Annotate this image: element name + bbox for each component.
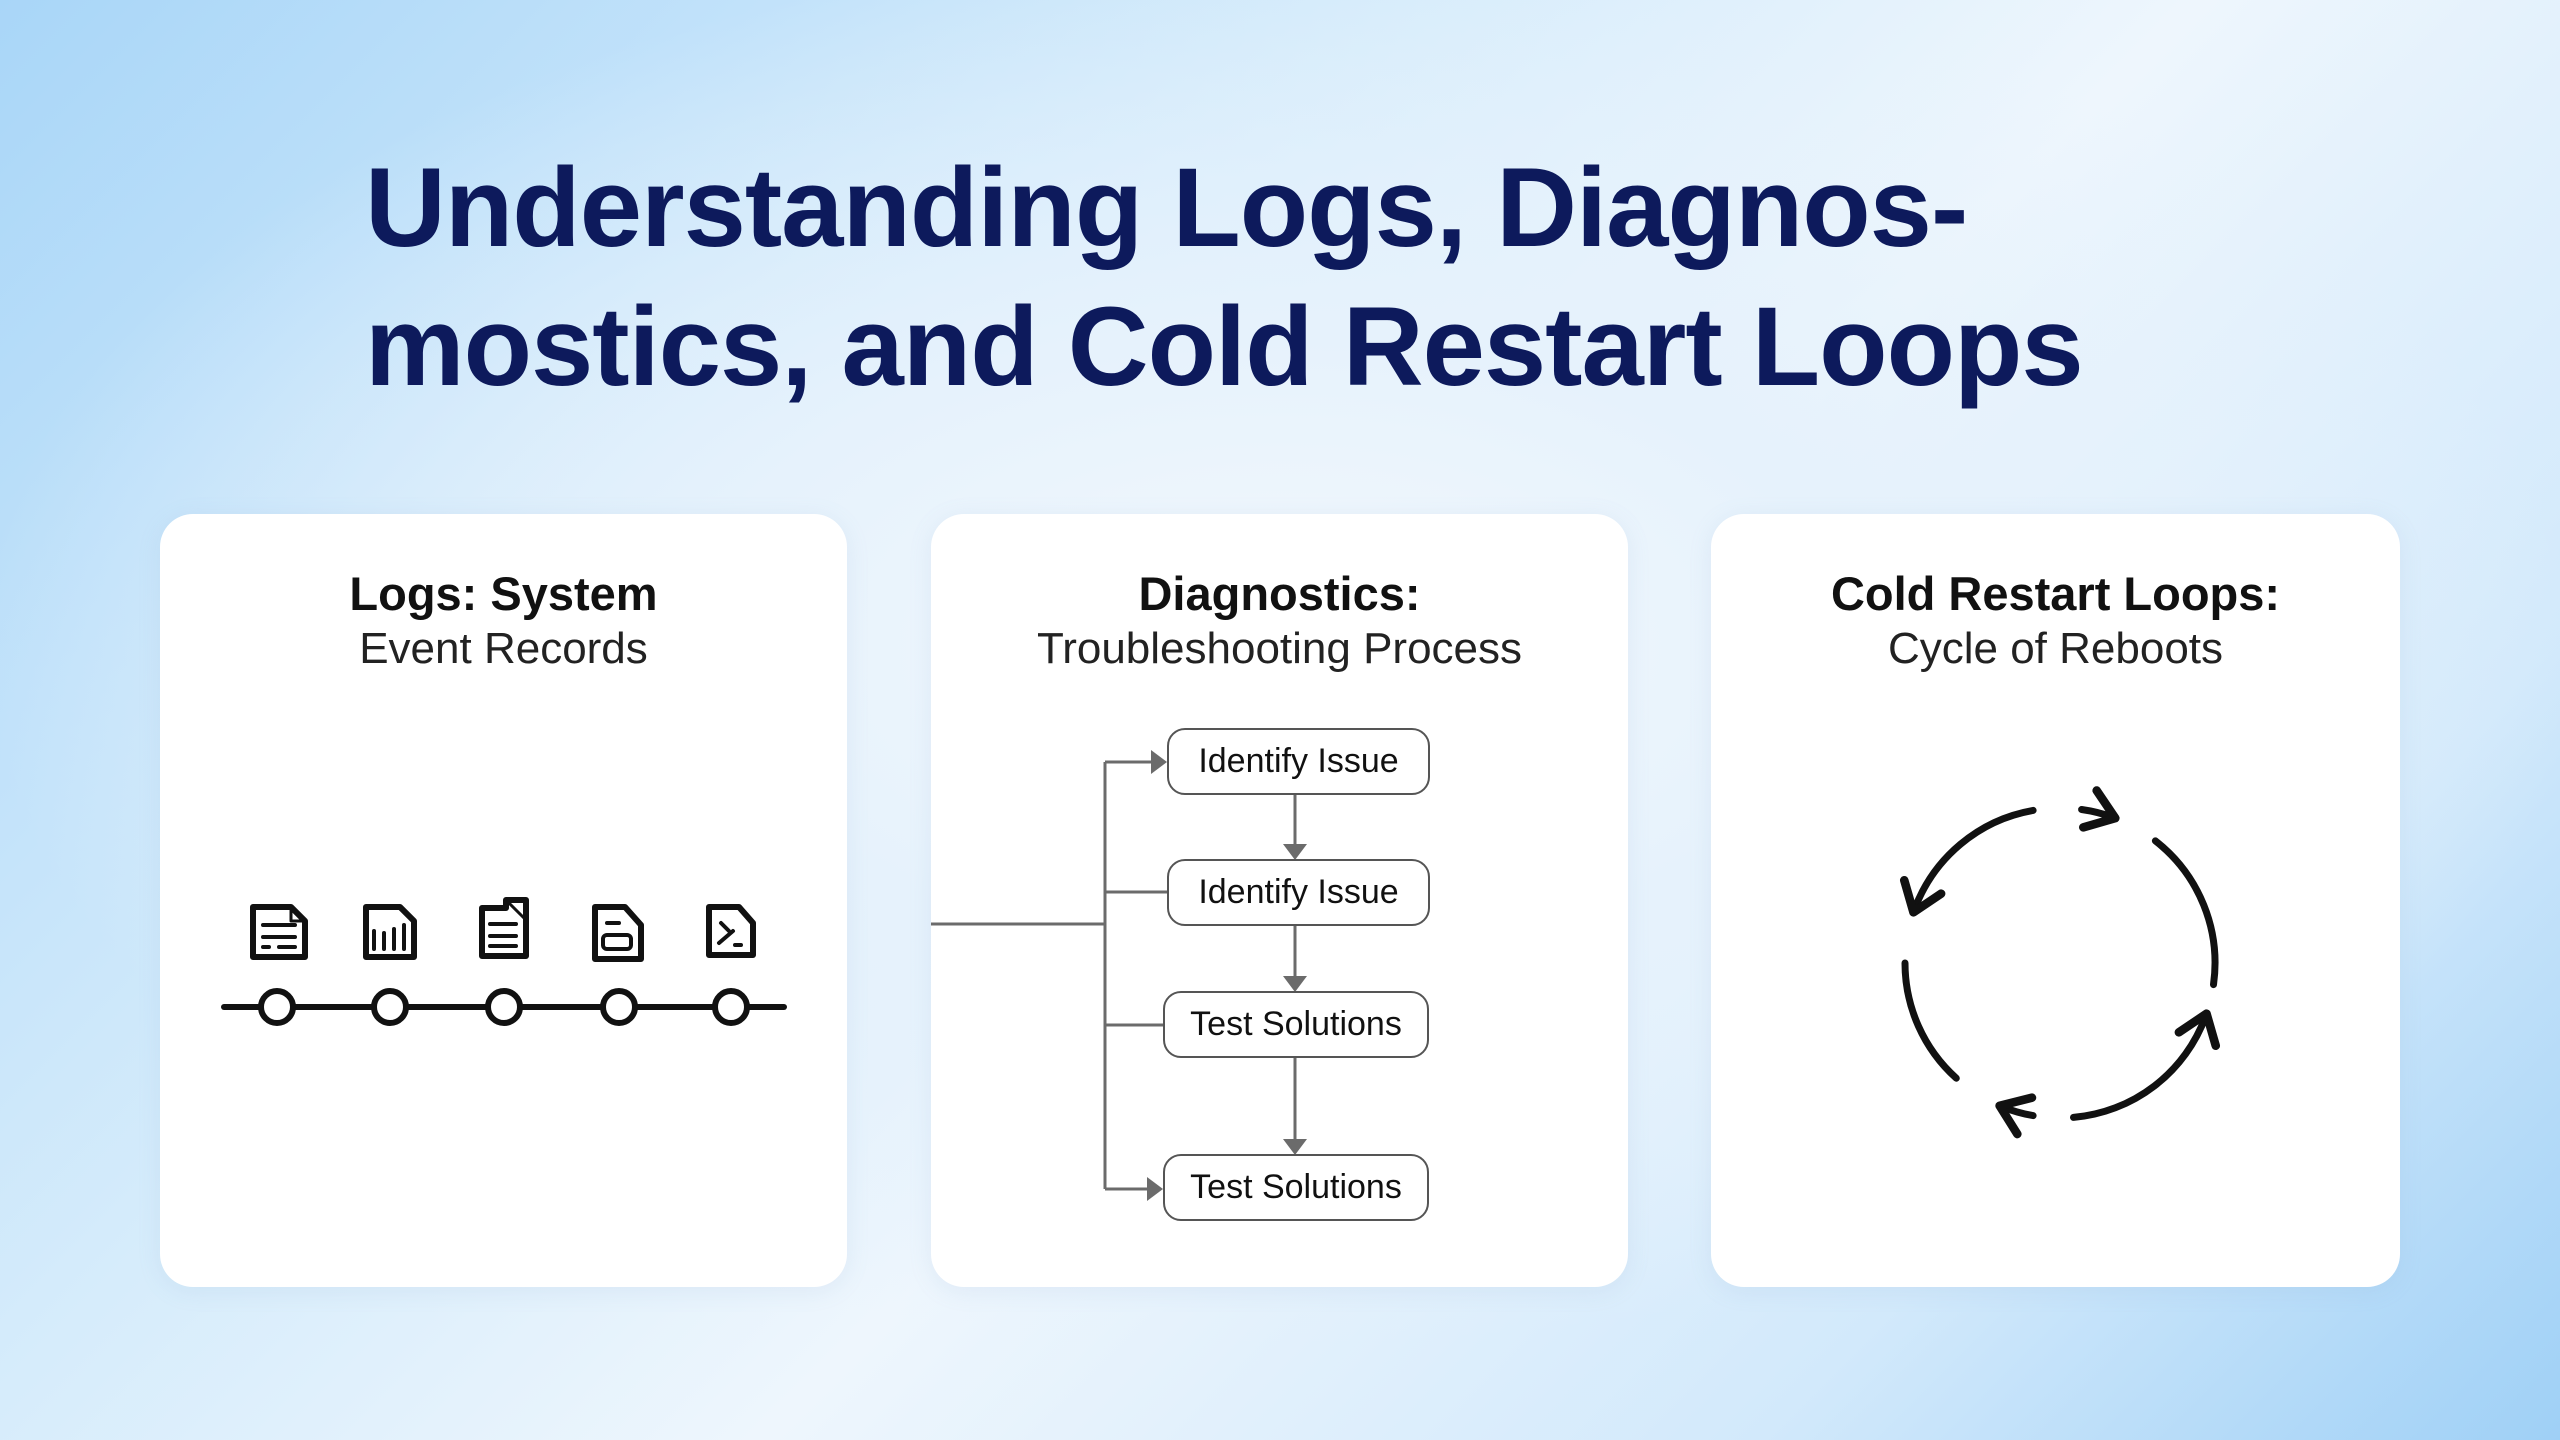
cold-restart-card: Cold Restart Loops: Cycle of Reboots	[1711, 514, 2400, 1287]
flow-connectors	[931, 750, 1307, 1201]
timeline	[221, 988, 787, 1026]
card-title: Logs: System	[349, 567, 658, 620]
card-title: Cold Restart Loops:	[1830, 567, 2281, 620]
cycle-arrows-icon	[1899, 786, 2221, 1139]
flow-step-test-solutions: Test Solutions	[1163, 991, 1429, 1058]
log-file-icon	[250, 904, 308, 960]
card-title: Diagnostics:	[1138, 567, 1421, 620]
flow-step-identify-issue: Identify Issue	[1167, 728, 1430, 795]
title-line-2: mostics, and Cold Restart Loops	[365, 284, 2084, 409]
timeline-node	[258, 988, 296, 1026]
chart-file-icon	[363, 904, 417, 960]
timeline-node	[371, 988, 409, 1026]
text-file-icon	[479, 897, 529, 959]
script-file-icon	[706, 904, 756, 958]
flow-step-identify-issue: Identify Issue	[1167, 859, 1430, 926]
flow-step-test-solutions: Test Solutions	[1163, 1154, 1429, 1221]
card-subtitle: Event Records	[359, 624, 648, 673]
timeline-node	[485, 988, 523, 1026]
timeline-node	[712, 988, 750, 1026]
timeline-node	[600, 988, 638, 1026]
diagnostics-card: Diagnostics: Troubleshooting Process Ide…	[931, 514, 1628, 1287]
card-subtitle: Troubleshooting Process	[1036, 624, 1523, 673]
card-subtitle: Cycle of Reboots	[1887, 624, 2224, 673]
storage-file-icon	[592, 904, 644, 962]
page-title: Understanding Logs, Diagnos-mostics, and…	[365, 138, 2084, 416]
logs-card: Logs: System Event Records	[160, 514, 847, 1287]
title-line-1: Understanding Logs, Diagnos-	[365, 145, 1968, 270]
